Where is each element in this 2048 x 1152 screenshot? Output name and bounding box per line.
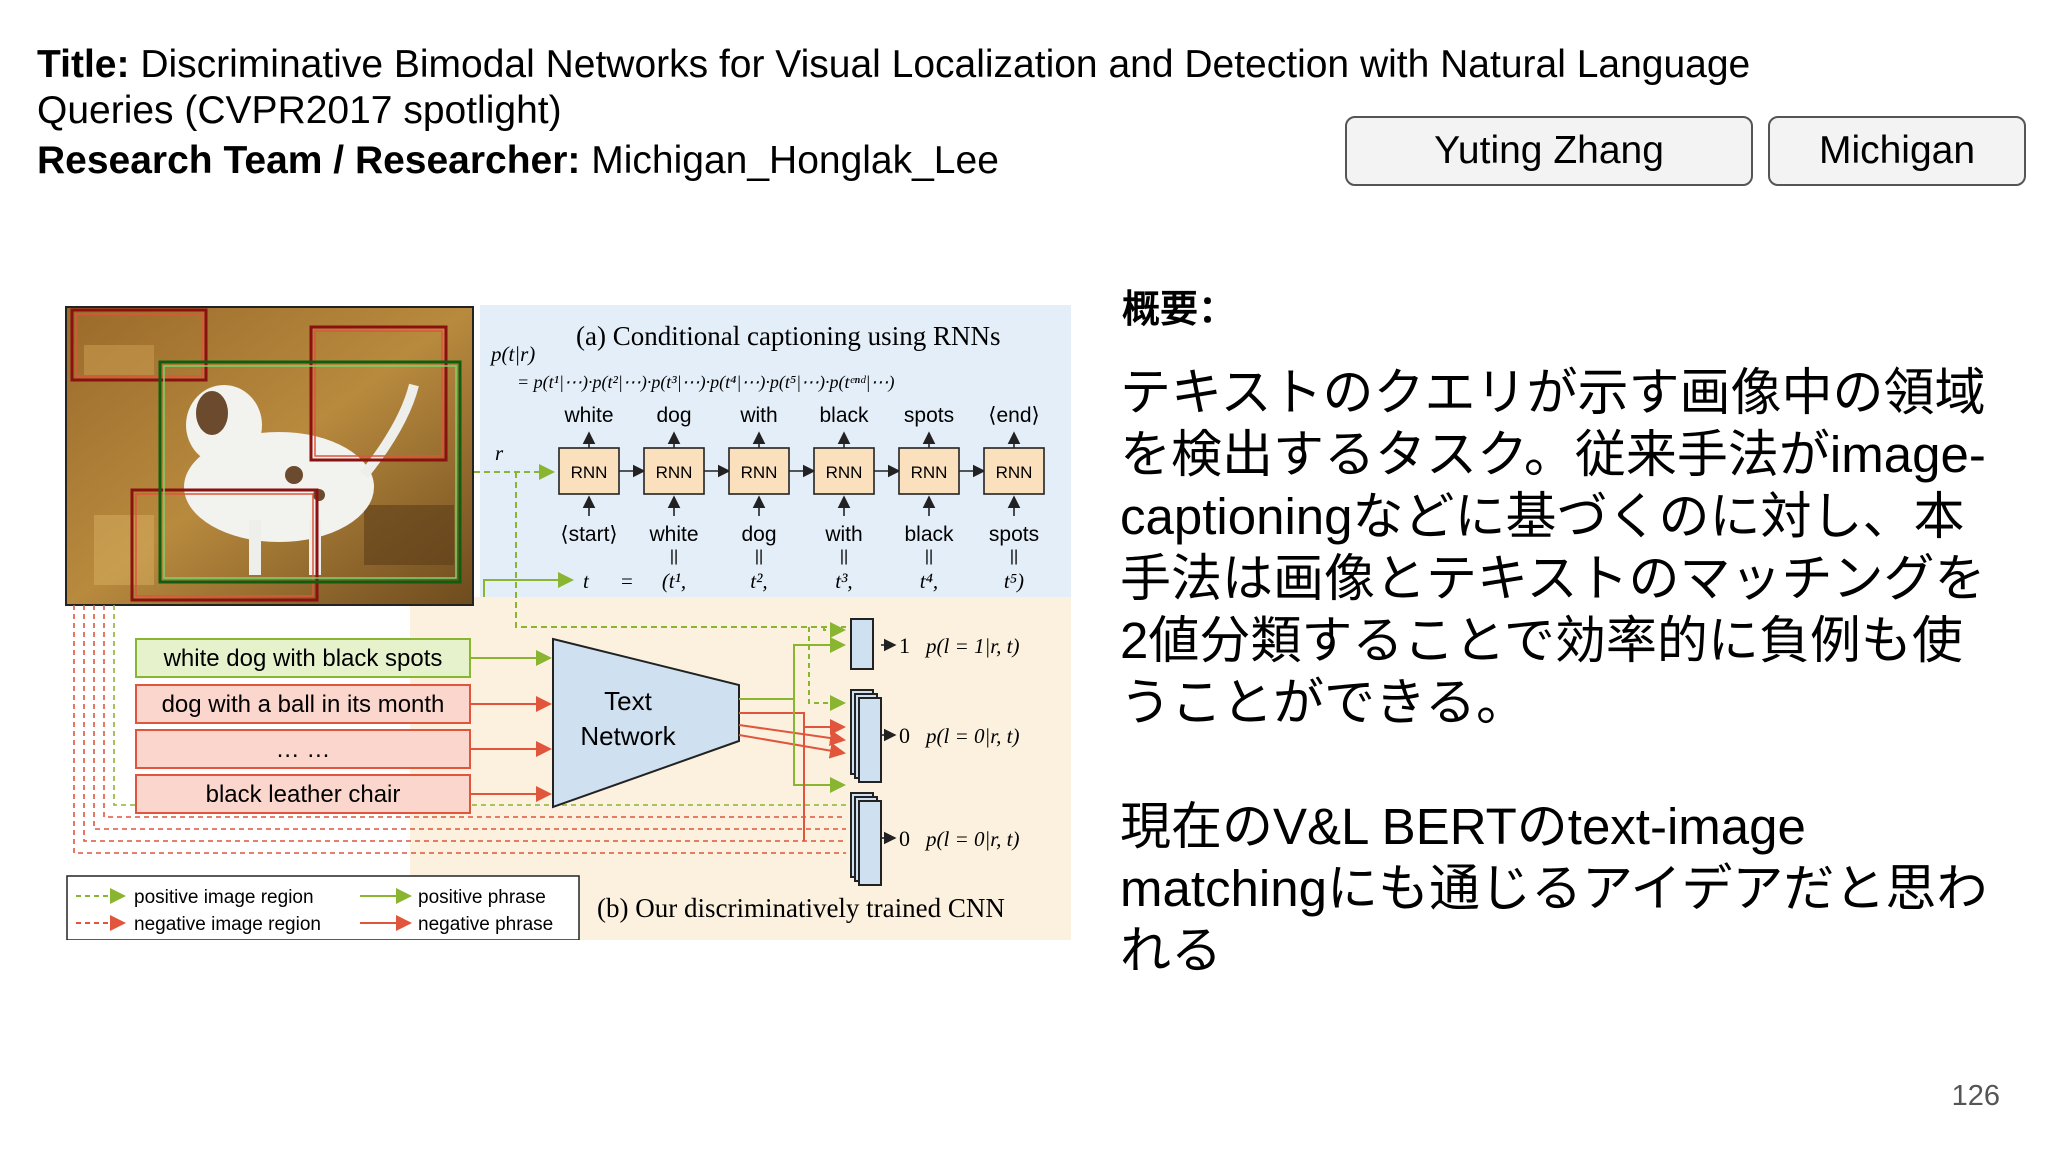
input-word: ⟨start⟩ — [560, 523, 617, 546]
phrase-box — [135, 638, 471, 678]
team-label: Research Team / Researcher: — [37, 139, 581, 182]
t-token: (t¹, — [662, 569, 686, 593]
output-stack-3 — [850, 792, 882, 886]
phrase-text: white dog with black spots — [163, 645, 443, 672]
output-word: dog — [656, 404, 691, 427]
phrase-text: dog with a ball in its month — [162, 691, 445, 718]
input-word: with — [824, 523, 862, 546]
rnn-cell-label: RNN — [656, 463, 693, 482]
panel-a-title: (a) Conditional captioning using RNNs — [576, 321, 1000, 351]
legend-negative-region: negative image region — [134, 914, 321, 935]
title-label: Title: — [37, 43, 130, 86]
t-token: t², — [750, 569, 767, 593]
phrase-box — [135, 684, 471, 724]
rnn-cell-label: RNN — [741, 463, 778, 482]
output-stack-2 — [850, 689, 882, 783]
method-figure: (a) Conditional captioning using RNNs p(… — [64, 305, 1071, 940]
input-word: spots — [989, 523, 1039, 546]
r-label: r — [495, 441, 504, 465]
text-network-label-2: Network — [580, 721, 676, 751]
institution-tag: Michigan — [1768, 116, 2026, 186]
summary-paragraph-2: 現在のV&L BERTのtext-image matchingにも通じるアイデア… — [1120, 798, 1988, 979]
equals-mark: || — [755, 548, 763, 565]
team-text: Michigan_Honglak_Lee — [591, 139, 999, 182]
equals-mark: || — [925, 548, 933, 565]
input-word: white — [648, 523, 698, 546]
rnn-cell — [728, 447, 790, 495]
output-word: ⟨end⟩ — [988, 404, 1039, 427]
prob-label: p(t|r) — [489, 342, 535, 366]
t-token: t³, — [835, 569, 852, 593]
legend-positive-phrase: positive phrase — [418, 887, 546, 908]
legend-positive-region: positive image region — [134, 887, 314, 908]
output-probability: p(l = 0|r, t) — [924, 827, 1019, 851]
phrase-text: black leather chair — [206, 781, 401, 808]
output-value: 0 — [899, 826, 910, 851]
output-probability: p(l = 1|r, t) — [924, 634, 1019, 658]
phrase-box — [135, 729, 471, 769]
t-tokens: (t¹, t², t³, t⁴, t⁵) — [662, 569, 1024, 593]
network-output-arrows — [738, 622, 846, 841]
output-word: spots — [904, 404, 954, 427]
t-token: t⁵) — [1004, 569, 1024, 593]
legend: positive image region negative image reg… — [66, 875, 580, 940]
summary-paragraph-1: テキストのクエリが示す画像中の領域を検出するタスク。従来手法がimage-cap… — [1120, 364, 1986, 731]
t-arrow — [483, 572, 574, 597]
equals-mark: || — [840, 548, 848, 565]
summary-body: テキストのクエリが示す画像中の領域を検出するタスク。従来手法がimage-cap… — [1120, 362, 2010, 982]
paper-title: Title: Discriminative Bimodal Networks f… — [37, 42, 1797, 134]
rnn-cell — [983, 447, 1045, 495]
t-equals: = — [621, 569, 633, 593]
research-team: Research Team / Researcher: Michigan_Hon… — [37, 138, 999, 184]
input-word: black — [904, 523, 954, 546]
legend-negative-phrase: negative phrase — [418, 914, 553, 935]
panel-b-title: (b) Our discriminatively trained CNN — [597, 893, 1005, 923]
equals-mark: || — [670, 548, 678, 565]
output-word: with — [739, 404, 777, 427]
output-word: black — [819, 404, 869, 427]
negative-region-lines — [73, 605, 846, 854]
text-network-label-1: Text — [604, 686, 652, 716]
rnn-chain: whiteRNN⟨start⟩dogRNNwhite||withRNNdog||… — [558, 404, 1045, 565]
t-token: t⁴, — [920, 569, 938, 593]
phrase-text: … … — [276, 736, 331, 763]
dog-photo — [65, 306, 474, 606]
rnn-cell — [813, 447, 875, 495]
input-word: dog — [741, 523, 776, 546]
author-tag: Yuting Zhang — [1345, 116, 1753, 186]
output-probability: p(l = 0|r, t) — [924, 724, 1019, 748]
output-value: 0 — [899, 723, 910, 748]
rnn-cell-label: RNN — [996, 463, 1033, 482]
rnn-cell-label: RNN — [911, 463, 948, 482]
prob-expansion: = p(t¹|⋯)·p(t²|⋯)·p(t³|⋯)·p(t⁴|⋯)·p(t⁵|⋯… — [517, 372, 894, 393]
rnn-cell-label: RNN — [826, 463, 863, 482]
title-text: Discriminative Bimodal Networks for Visu… — [37, 43, 1751, 132]
equals-mark: || — [1010, 548, 1018, 565]
rnn-cell — [558, 447, 620, 495]
t-label: t — [583, 569, 590, 593]
rnn-cell — [898, 447, 960, 495]
r-to-output-path — [515, 472, 846, 628]
text-network — [552, 637, 740, 809]
output-labels: 1 p(l = 1|r, t) 0 p(l = 0|r, t) 0 p(l = 0|r, … — [881, 633, 1019, 851]
phrase-box — [135, 774, 471, 814]
output-value: 1 — [899, 633, 910, 658]
rnn-cell-label: RNN — [571, 463, 608, 482]
phrase-list: white dog with black spots dog with a bal… — [135, 638, 552, 814]
page-number: 126 — [1951, 1080, 2000, 1112]
output-word: white — [563, 404, 613, 427]
summary-heading: 概要： — [1122, 289, 1237, 331]
output-stack-1 — [850, 618, 874, 670]
